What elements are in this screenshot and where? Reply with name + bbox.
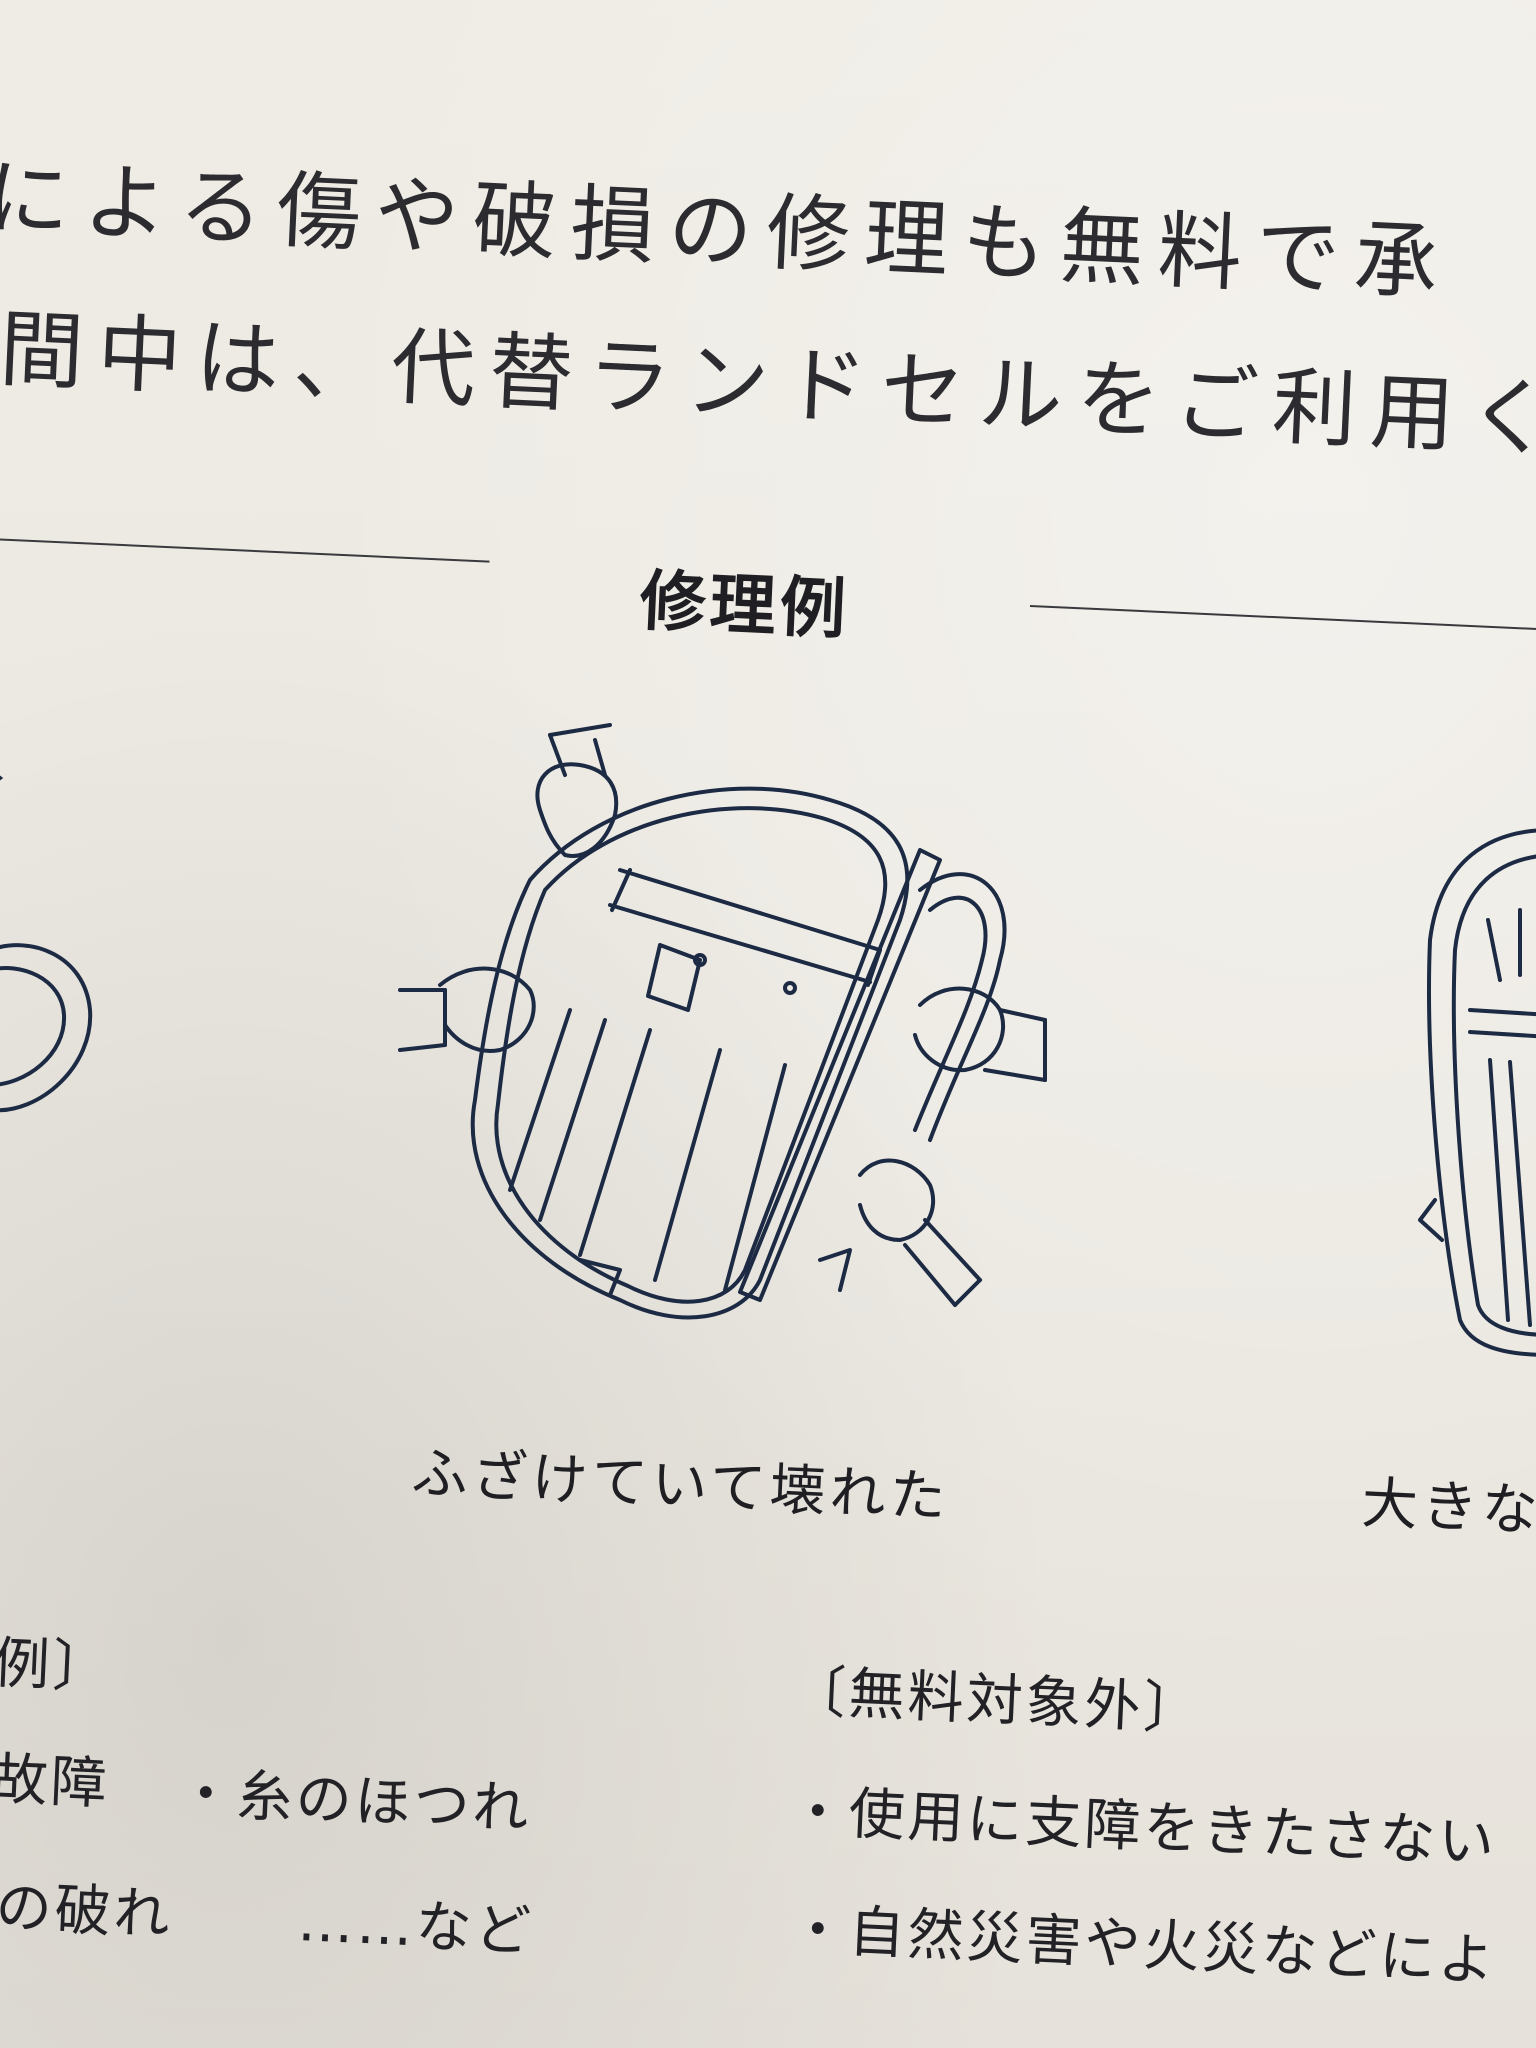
caption-right: 大きな xyxy=(1360,1471,1536,1545)
free-list-item: 故障 xyxy=(0,1747,112,1818)
section-title: 修理例 xyxy=(638,562,852,649)
randoseru-partial-illustration-right-icon xyxy=(1418,828,1536,1357)
free-list-item: ・糸のほつれ xyxy=(176,1761,533,1843)
free-list-item: ……など xyxy=(296,1889,536,1965)
randoseru-tug-of-war-illustration-icon xyxy=(398,723,1047,1320)
randoseru-partial-illustration-left-icon xyxy=(0,775,93,1113)
free-list-heading: 例〕 xyxy=(0,1631,114,1702)
free-list-item: の破れ xyxy=(0,1875,175,1948)
